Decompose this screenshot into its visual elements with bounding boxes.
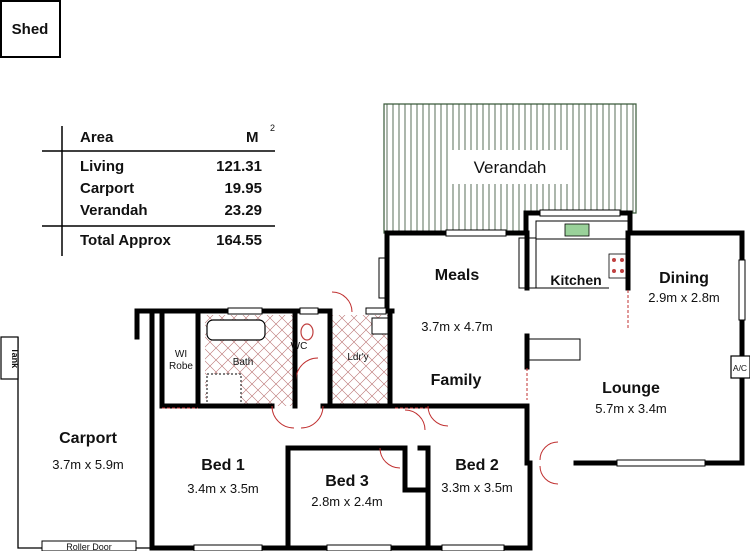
- bed3-size: 2.8m x 2.4m: [311, 494, 383, 509]
- area-total-label: Total Approx: [80, 232, 171, 249]
- shed-label: Shed: [12, 21, 49, 38]
- area-row-value: 19.95: [224, 180, 262, 197]
- toilet: [300, 323, 314, 341]
- lounge-size: 5.7m x 3.4m: [595, 401, 667, 416]
- wc-label: WC: [291, 341, 308, 352]
- bed1-size: 3.4m x 3.5m: [187, 481, 259, 496]
- roller-door-label: Roller Door: [66, 542, 112, 551]
- bath-tub: [206, 319, 266, 341]
- area-header: Area: [80, 129, 114, 146]
- ac-unit: [730, 355, 750, 379]
- verandah: Verandah: [383, 103, 637, 234]
- bath-label: Bath: [233, 357, 254, 368]
- kitchen-cooktop: [608, 253, 629, 279]
- area-row-label: Living: [80, 158, 124, 175]
- area-row-value: 23.29: [224, 202, 262, 219]
- wi-robe-label-line1: WI: [175, 349, 187, 360]
- tank-box: [0, 336, 19, 380]
- doors: [162, 290, 629, 485]
- area-unit-header: M: [246, 129, 259, 146]
- area-row-label: Verandah: [80, 202, 148, 219]
- family-label: Family: [431, 372, 482, 389]
- area-unit-superscript: 2: [270, 123, 275, 133]
- bed1-label: Bed 1: [201, 457, 245, 474]
- tank-label: Tank: [10, 348, 20, 369]
- bed2-size: 3.3m x 3.5m: [441, 480, 513, 495]
- carport-size: 3.7m x 5.9m: [52, 457, 124, 472]
- carport-label: Carport: [59, 430, 117, 447]
- meals-label: Meals: [435, 267, 480, 284]
- verandah-label: Verandah: [474, 158, 547, 177]
- carport: Tank Roller Door: [0, 336, 152, 551]
- dining-label: Dining: [659, 270, 709, 287]
- area-row-label: Carport: [80, 180, 134, 197]
- windows: [193, 209, 746, 551]
- laundry-label: Ldr'y: [347, 352, 368, 363]
- meals-size: 3.7m x 4.7m: [421, 319, 493, 334]
- shed-box: [0, 0, 61, 58]
- area-table: Area M 2 Living 121.31 Carport 19.95 Ver…: [42, 123, 275, 256]
- area-row-value: 121.31: [216, 158, 262, 175]
- wi-robe-label-line2: Robe: [169, 361, 193, 372]
- laundry-tub: [371, 317, 389, 335]
- kitchen-sink: [564, 223, 590, 237]
- lounge-label: Lounge: [602, 380, 660, 397]
- lounge-cabinet: [528, 338, 581, 361]
- bed3-label: Bed 3: [325, 473, 369, 490]
- ac-label: A/C: [733, 363, 747, 373]
- roller-door: [41, 540, 137, 551]
- area-total-value: 164.55: [216, 232, 262, 249]
- dining-size: 2.9m x 2.8m: [648, 290, 720, 305]
- shower: [206, 373, 242, 405]
- bed2-label: Bed 2: [455, 457, 499, 474]
- kitchen-label: Kitchen: [550, 272, 601, 288]
